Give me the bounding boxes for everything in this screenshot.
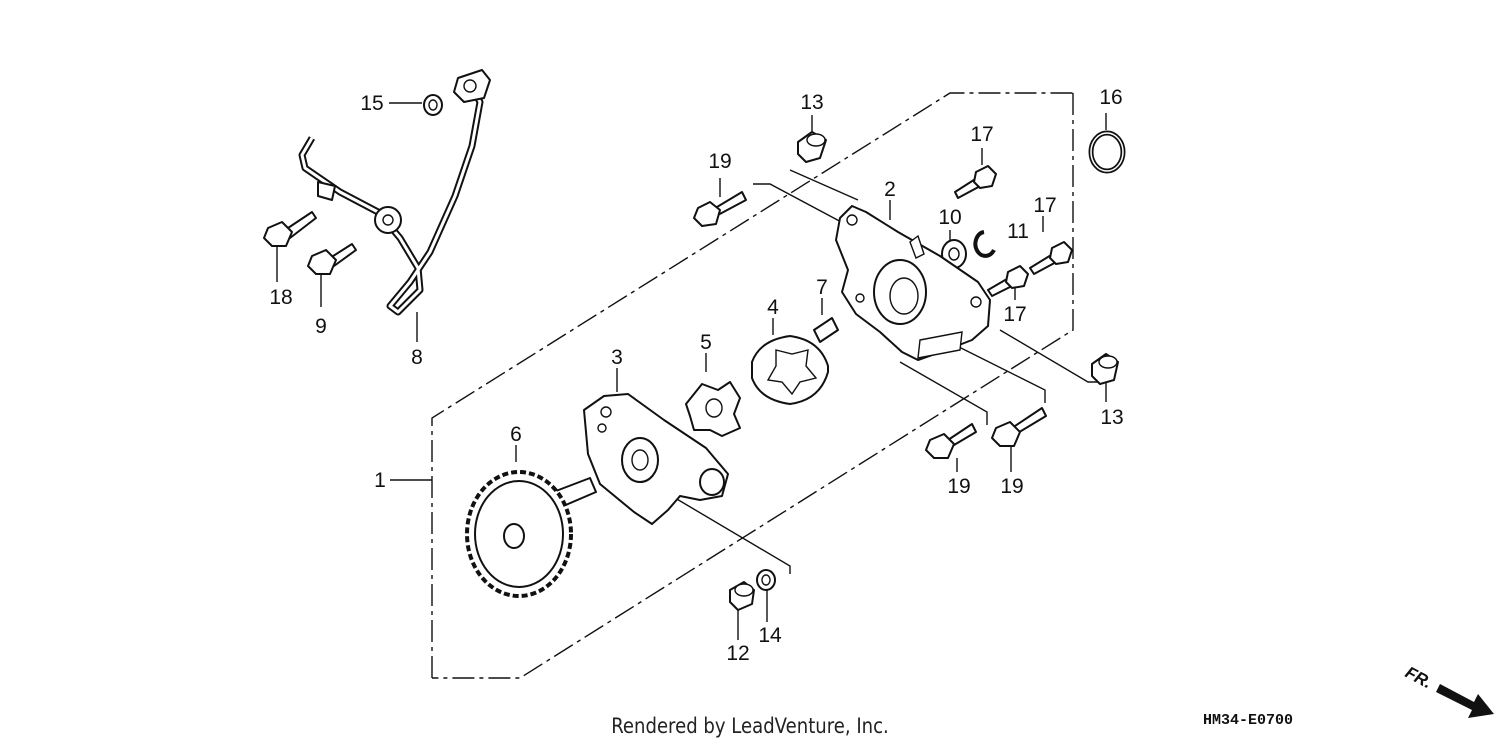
diagram-code: HM34-E0700	[1203, 712, 1294, 729]
bolt-17-lower	[987, 265, 1029, 297]
callout-7: 7	[816, 276, 828, 299]
callout-19-lower-left: 19	[947, 475, 970, 498]
bolt-19-lower-right	[991, 407, 1047, 447]
callout-17-lower: 17	[1003, 303, 1026, 326]
drive-gear-6	[465, 470, 597, 598]
callout-6: 6	[510, 423, 522, 446]
bolt-9	[307, 243, 357, 275]
callout-9: 9	[315, 315, 327, 338]
o-ring-16	[1088, 130, 1126, 174]
footer-credit: Rendered by LeadVenture, Inc.	[611, 714, 889, 738]
assembly-outline	[390, 92, 1074, 679]
oil-pipe	[298, 69, 491, 316]
arrow-right-icon	[1436, 684, 1494, 718]
callout-17-top: 17	[970, 123, 993, 146]
callout-10: 10	[938, 206, 961, 229]
bolt-19-top	[693, 191, 747, 227]
front-direction-label: FR.	[1402, 663, 1435, 693]
callout-11: 11	[1007, 220, 1029, 243]
callout-8: 8	[411, 346, 423, 369]
callout-12: 12	[726, 642, 749, 665]
callout-19-top: 19	[708, 150, 731, 173]
callouts: 1 2 3 4 5 6 7 8 9 10 11 12 13 13 14 15 1…	[269, 86, 1123, 665]
callout-18: 18	[269, 286, 292, 309]
front-direction-indicator: FR.	[1402, 663, 1494, 718]
inner-rotor-5	[685, 381, 741, 437]
dowel-pin-13-top	[797, 131, 827, 163]
callout-5: 5	[700, 331, 712, 354]
callout-13-top: 13	[800, 91, 823, 114]
callout-2: 2	[884, 178, 896, 201]
bolt-19-lower-left	[925, 423, 977, 459]
pump-cover-2	[835, 205, 991, 361]
bolt-17-top	[954, 165, 997, 199]
callout-15: 15	[360, 92, 383, 115]
callout-14: 14	[758, 624, 782, 647]
dowel-pin-7	[813, 317, 839, 343]
washer-14	[756, 569, 776, 591]
callout-4: 4	[767, 296, 779, 319]
callout-3: 3	[611, 346, 623, 369]
collar-12	[729, 581, 755, 611]
callout-13-right: 13	[1100, 406, 1123, 429]
callout-19-lower-right: 19	[1000, 475, 1023, 498]
dowel-pin-13-right	[1091, 353, 1119, 385]
bolt-17-right	[1029, 241, 1073, 275]
callout-1: 1	[374, 469, 386, 492]
outer-rotor-4	[751, 335, 829, 405]
circlip-11	[973, 230, 996, 258]
bolt-18	[263, 211, 317, 247]
washer-15	[423, 94, 443, 116]
callout-16: 16	[1099, 86, 1122, 109]
pump-body-3	[583, 393, 729, 525]
callout-17-right: 17	[1033, 194, 1056, 217]
